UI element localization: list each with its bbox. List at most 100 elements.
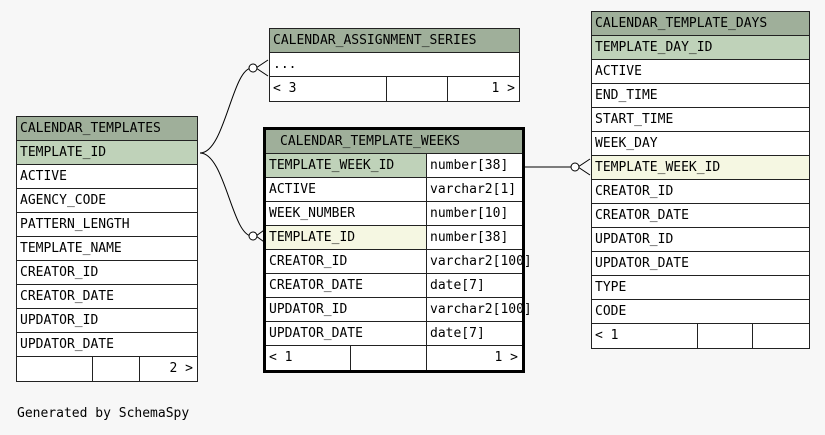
table-row: WEEK_DAY (592, 132, 809, 156)
parents-link[interactable]: < 1 (592, 324, 698, 348)
column-name: UPDATOR_DATE (20, 337, 114, 352)
column-name: ... (273, 57, 297, 72)
column-type: varchar2[100] (430, 302, 532, 317)
table-calendar-template-days[interactable]: CALENDAR_TEMPLATE_DAYS TEMPLATE_DAY_ID A… (591, 11, 810, 349)
column-name: TEMPLATE_WEEK_ID (595, 160, 721, 175)
link-templates-weeks (199, 152, 253, 237)
table-row: UPDATOR_ID varchar2[100] (266, 298, 532, 322)
table-footer: < 3 1 > (270, 77, 519, 101)
column-type: varchar2[100] (430, 254, 532, 269)
column-name: UPDATOR_ID (266, 298, 427, 321)
table-calendar-assignment-series[interactable]: CALENDAR_ASSIGNMENT_SERIES ... < 3 1 > (269, 28, 520, 102)
children-link[interactable]: 2 > (169, 361, 193, 376)
column-name: CREATOR_DATE (20, 289, 114, 304)
table-row: CODE (592, 300, 809, 324)
parents-link[interactable]: < 3 (270, 77, 387, 101)
table-row: TEMPLATE_NAME (17, 237, 197, 261)
column-name: TEMPLATE_WEEK_ID (266, 154, 427, 177)
column-name: TYPE (595, 280, 627, 295)
table-title: CALENDAR_TEMPLATE_WEEKS (266, 130, 522, 154)
table-row: PATTERN_LENGTH (17, 213, 197, 237)
column-name: PATTERN_LENGTH (20, 217, 130, 232)
table-row: UPDATOR_ID (592, 228, 809, 252)
column-name: CODE (595, 304, 627, 319)
table-row: ACTIVE (592, 60, 809, 84)
column-name: WEEK_DAY (595, 136, 658, 151)
table-title: CALENDAR_TEMPLATES (17, 117, 197, 141)
table-row: ... (270, 53, 519, 77)
table-footer: < 1 1 > (266, 346, 522, 370)
column-name: ACTIVE (266, 178, 427, 201)
table-row: TYPE (592, 276, 809, 300)
crow-foot-days (577, 158, 591, 176)
table-row: TEMPLATE_WEEK_ID (592, 156, 809, 180)
column-type: date[7] (430, 278, 485, 293)
column-name: TEMPLATE_ID (20, 145, 107, 160)
optional-marker-days (570, 162, 580, 172)
crow-foot-assignment-series (255, 59, 269, 77)
column-name: CREATOR_DATE (595, 208, 689, 223)
table-footer: < 1 (592, 324, 809, 348)
column-name: ACTIVE (20, 169, 67, 184)
link-templates-assignment-series (199, 67, 253, 154)
table-calendar-template-weeks[interactable]: CALENDAR_TEMPLATE_WEEKS TEMPLATE_WEEK_ID… (263, 127, 532, 373)
column-type: number[38] (430, 158, 509, 173)
column-name: WEEK_NUMBER (266, 202, 427, 225)
column-name: END_TIME (595, 88, 658, 103)
footer-spacer (351, 346, 427, 370)
table-calendar-templates[interactable]: CALENDAR_TEMPLATES TEMPLATE_ID ACTIVE AG… (16, 116, 198, 382)
column-name: CREATOR_ID (20, 265, 99, 280)
footer-spacer (387, 77, 448, 101)
parents-link[interactable]: < 1 (266, 346, 351, 370)
column-name: CREATOR_ID (266, 250, 427, 273)
table-row: CREATOR_ID (17, 261, 197, 285)
table-row: END_TIME (592, 84, 809, 108)
table-row: CREATOR_DATE (592, 204, 809, 228)
table-row: TEMPLATE_DAY_ID (592, 36, 809, 60)
table-row: CREATOR_DATE date[7] (266, 274, 522, 298)
table-row: UPDATOR_DATE (17, 333, 197, 357)
column-name: UPDATOR_ID (20, 313, 99, 328)
optional-marker-weeks (248, 231, 258, 241)
column-name: START_TIME (595, 112, 674, 127)
generated-by-label: Generated by SchemaSpy (17, 406, 190, 421)
table-row: UPDATOR_DATE date[7] (266, 322, 522, 346)
children-link[interactable]: 1 > (494, 350, 518, 365)
column-name: ACTIVE (595, 64, 642, 79)
table-title: CALENDAR_ASSIGNMENT_SERIES (270, 29, 519, 53)
footer-spacer (698, 324, 753, 348)
table-row: TEMPLATE_ID number[38] (266, 226, 522, 250)
column-name: TEMPLATE_DAY_ID (595, 40, 713, 55)
column-type: number[10] (430, 206, 509, 221)
table-footer: 2 > (17, 357, 197, 381)
table-row: ACTIVE (17, 165, 197, 189)
table-row: WEEK_NUMBER number[10] (266, 202, 522, 226)
table-row: TEMPLATE_ID (17, 141, 197, 165)
column-name: TEMPLATE_NAME (20, 241, 122, 256)
table-row: AGENCY_CODE (17, 189, 197, 213)
table-row: UPDATOR_ID (17, 309, 197, 333)
children-link[interactable]: 1 > (491, 81, 515, 96)
column-name: CREATOR_ID (595, 184, 674, 199)
table-row: START_TIME (592, 108, 809, 132)
column-name: TEMPLATE_ID (266, 226, 427, 249)
table-row: ACTIVE varchar2[1] (266, 178, 522, 202)
table-row: CREATOR_ID varchar2[100] (266, 250, 532, 274)
table-row: CREATOR_ID (592, 180, 809, 204)
column-type: varchar2[1] (430, 182, 517, 197)
column-name: UPDATOR_DATE (266, 322, 427, 345)
children-link[interactable] (753, 324, 809, 348)
column-name: CREATOR_DATE (266, 274, 427, 297)
column-type: date[7] (430, 326, 485, 341)
footer-spacer (93, 357, 140, 381)
table-row: CREATOR_DATE (17, 285, 197, 309)
column-name: AGENCY_CODE (20, 193, 107, 208)
parents-link[interactable] (17, 357, 93, 381)
column-name: UPDATOR_DATE (595, 256, 689, 271)
table-row: TEMPLATE_WEEK_ID number[38] (266, 154, 522, 178)
column-type: number[38] (430, 230, 509, 245)
table-row: UPDATOR_DATE (592, 252, 809, 276)
column-name: UPDATOR_ID (595, 232, 674, 247)
table-title: CALENDAR_TEMPLATE_DAYS (592, 12, 809, 36)
